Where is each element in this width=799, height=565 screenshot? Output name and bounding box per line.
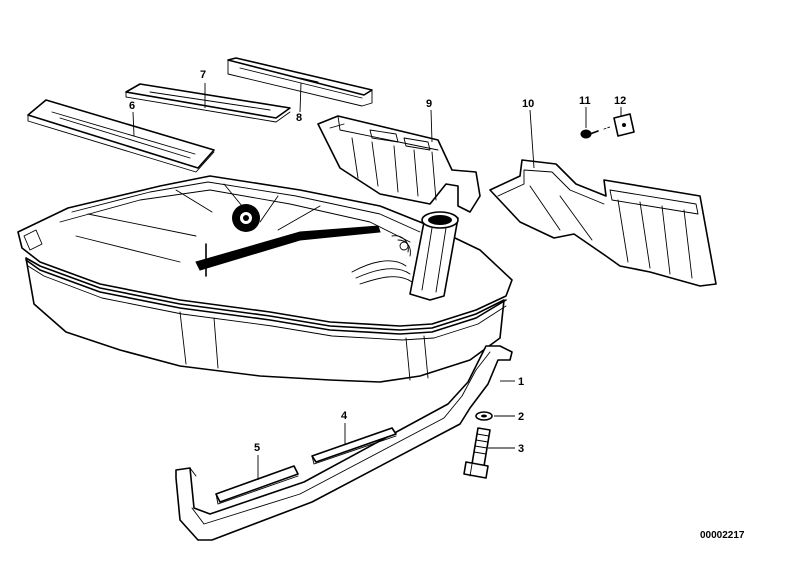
part-5-pad <box>215 465 299 505</box>
part-7-strip <box>125 83 291 123</box>
callout-9: 9 <box>426 98 432 110</box>
part-12-clip-nut <box>613 113 635 137</box>
part-11-screw <box>580 126 611 139</box>
callout-2: 2 <box>518 411 524 423</box>
part-9-heat-shield <box>317 115 481 213</box>
callouts: 1 2 3 4 5 6 7 8 9 10 11 12 <box>129 69 626 455</box>
part-1-tank-strap <box>175 345 513 541</box>
leader-lines <box>132 82 622 480</box>
part-10-heat-shield <box>489 159 717 287</box>
callout-4: 4 <box>341 410 348 422</box>
callout-7: 7 <box>200 69 206 81</box>
callout-3: 3 <box>518 443 524 455</box>
callout-8: 8 <box>296 112 302 124</box>
sender-unit <box>232 204 260 232</box>
callout-6: 6 <box>129 100 135 112</box>
diagram-reference-number: 00002217 <box>700 530 745 541</box>
fuel-tank <box>17 175 513 383</box>
callout-1: 1 <box>518 376 524 388</box>
callout-5: 5 <box>254 442 260 454</box>
part-3-bolt <box>463 427 491 479</box>
callout-10: 10 <box>522 98 534 110</box>
part-4-pad <box>311 427 397 465</box>
filler-neck <box>409 211 459 301</box>
part-8-strip <box>227 57 373 107</box>
callout-11: 11 <box>579 95 591 107</box>
part-2-washer <box>475 411 493 421</box>
callout-12: 12 <box>614 95 626 107</box>
part-6-strip <box>27 99 215 173</box>
